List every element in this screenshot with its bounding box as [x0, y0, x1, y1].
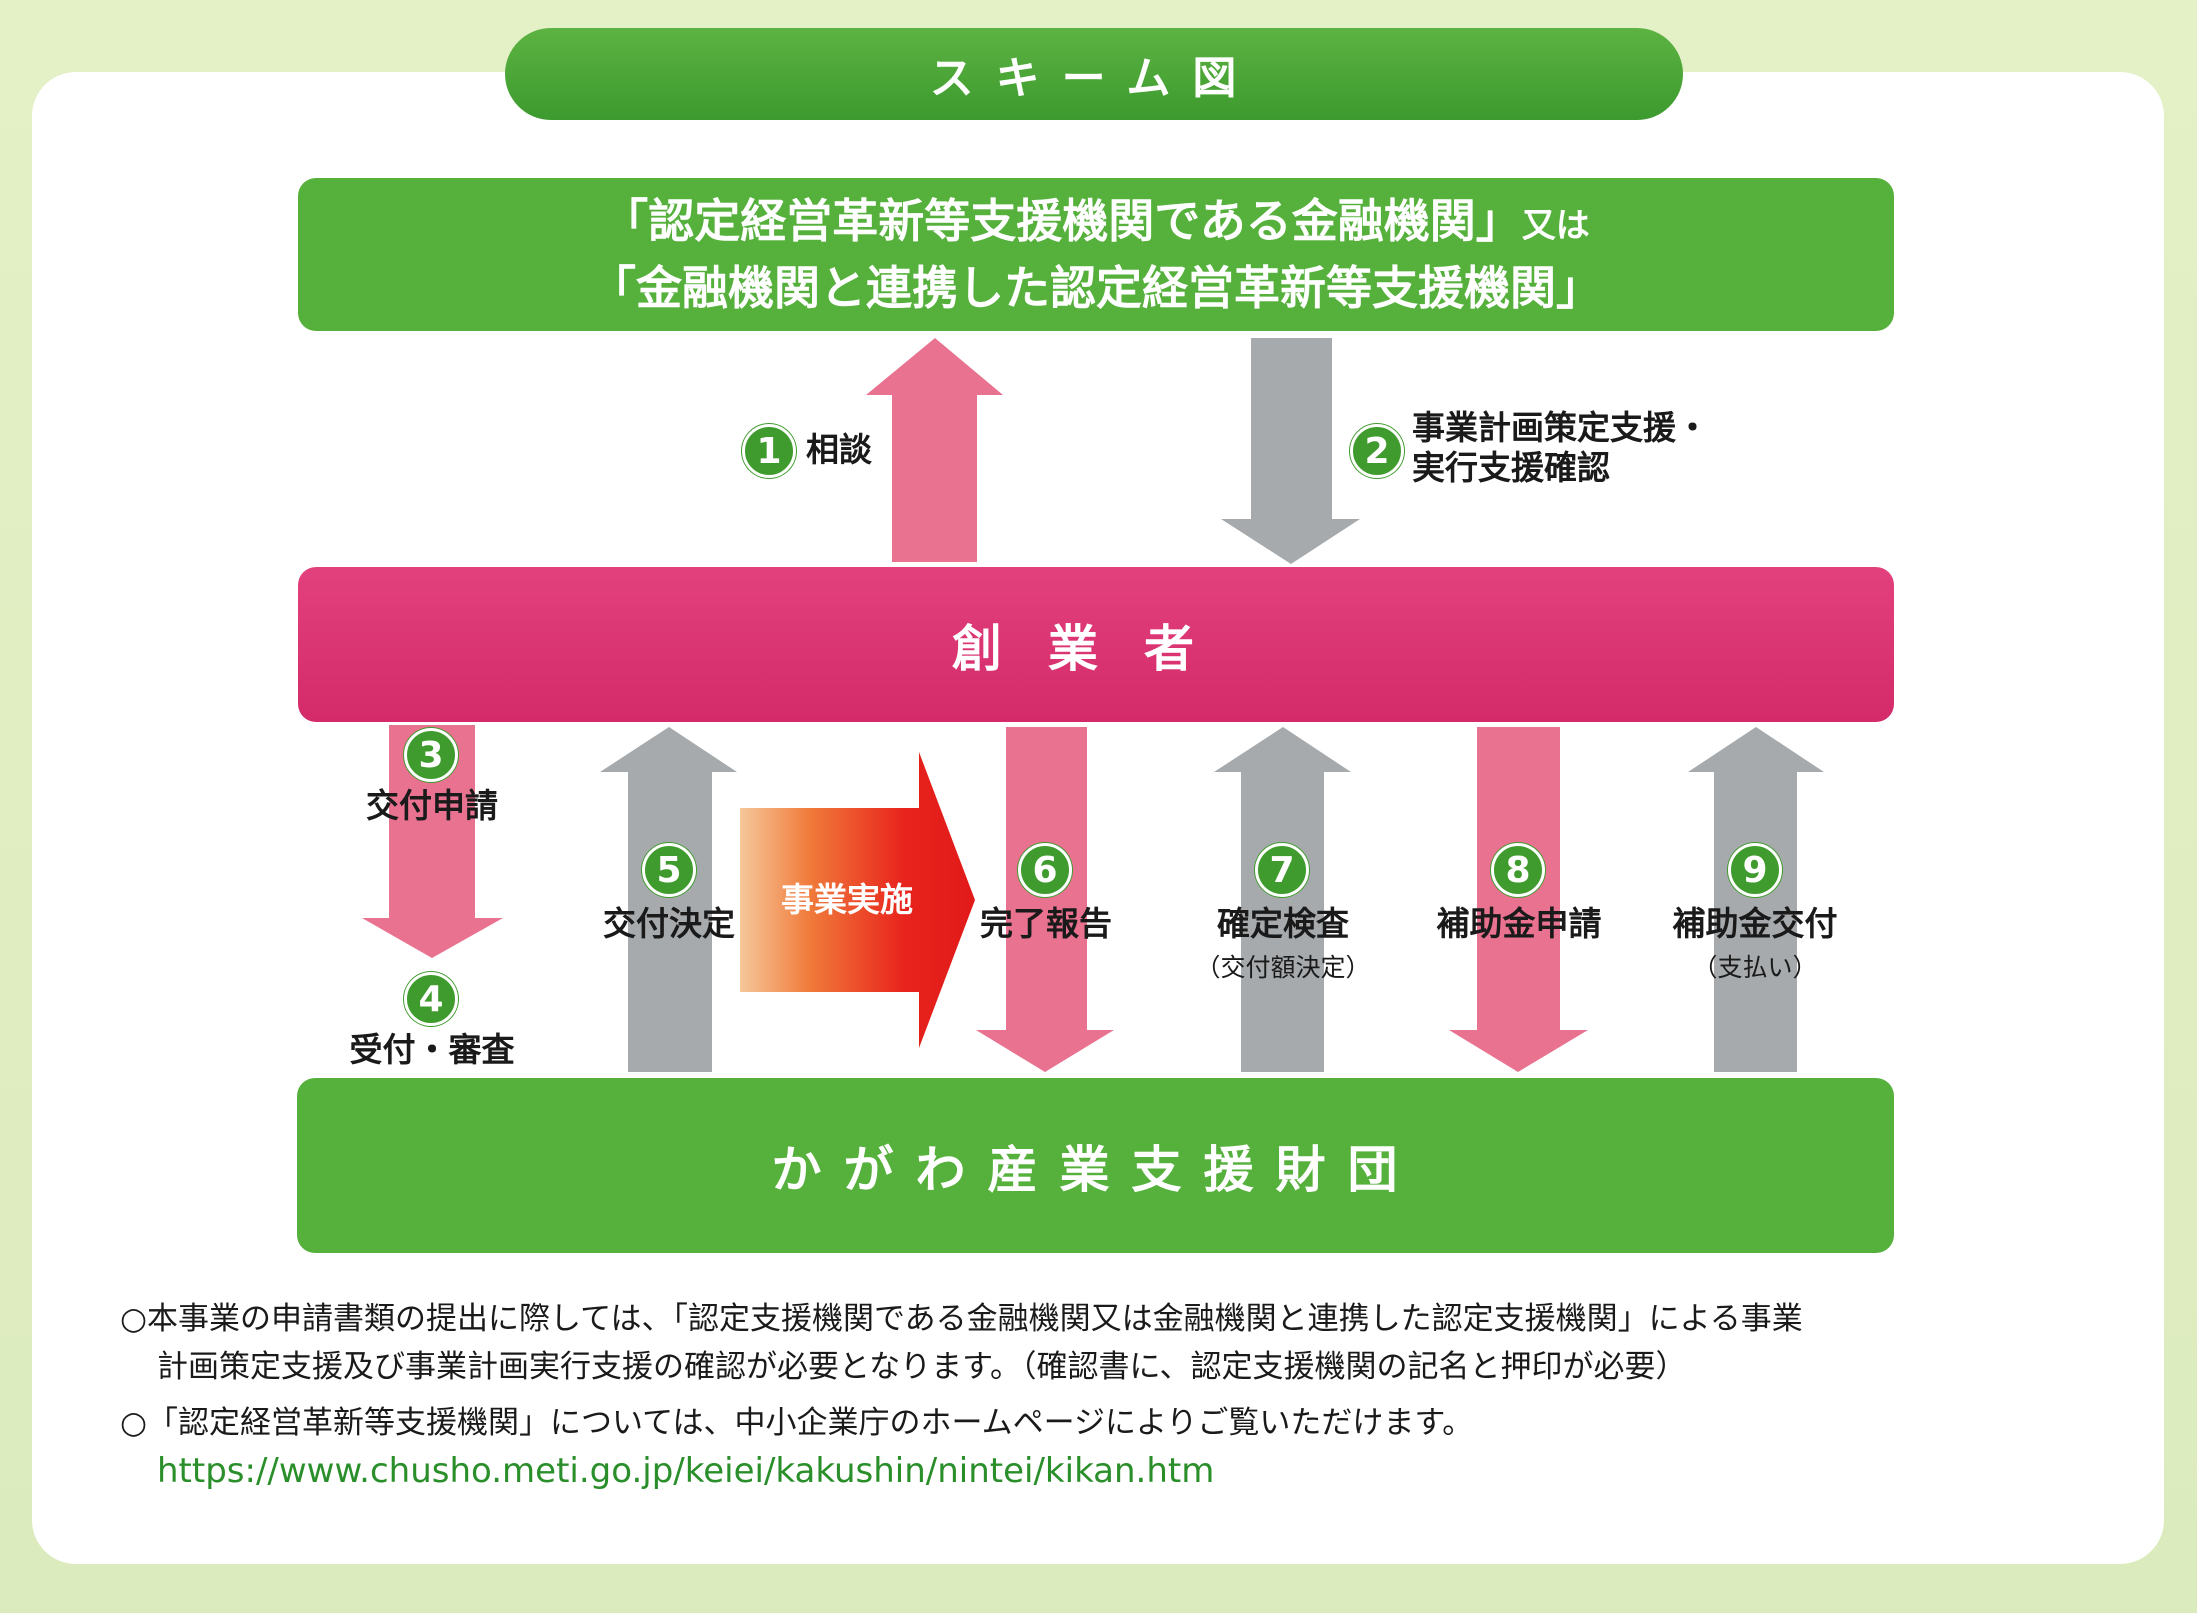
- founder-box: 創業者: [298, 567, 1894, 722]
- step-3-label: 交付申請: [366, 786, 498, 825]
- note-1-line2: 計画策定支援及び事業計画実行支援の確認が必要となります。（確認書に、認定支援機関…: [157, 1349, 1687, 1385]
- foundation-box: かがわ産業支援財団: [297, 1078, 1894, 1253]
- step-5-badge: 5: [642, 843, 696, 897]
- step-3-badge: 3: [404, 728, 458, 782]
- note-2: ○「認定経営革新等支援機関」については、中小企業庁のホームページによりご覧いただ…: [120, 1405, 1474, 1441]
- arrow-7-up: [1214, 727, 1351, 1072]
- arrow-business-implementation: [740, 752, 975, 1048]
- diagram-title: スキーム図: [505, 28, 1683, 120]
- note-1-line1: ○本事業の申請書類の提出に際しては、「認定支援機関である金融機関又は金融機関と連…: [120, 1301, 1803, 1337]
- top-box-line2: 「金融機関と連携した認定経営革新等支援機関」: [590, 261, 1602, 315]
- step-1-badge: 1: [742, 424, 796, 478]
- step-9-sublabel: （支払い）: [1692, 953, 1818, 982]
- financial-institution-box: 「認定経営革新等支援機関である金融機関」又は 「金融機関と連携した認定経営革新等…: [298, 178, 1894, 331]
- arrow-8-down: [1449, 727, 1588, 1072]
- arrow-5-up: [600, 727, 737, 1072]
- arrow-2-down: [1221, 338, 1360, 564]
- step-9-badge: 9: [1728, 843, 1782, 897]
- step-8-label: 補助金申請: [1436, 904, 1602, 943]
- step-6-label: 完了報告: [980, 904, 1112, 943]
- step-4-label: 受付・審査: [349, 1030, 515, 1069]
- arrow-6-down: [976, 727, 1114, 1072]
- step-2-badge: 2: [1350, 424, 1404, 478]
- top-box-line1-suffix: 又は: [1521, 206, 1590, 246]
- business-implementation-label: 事業実施: [781, 880, 913, 919]
- step-5-label: 交付決定: [603, 904, 735, 943]
- step-8-badge: 8: [1491, 843, 1545, 897]
- step-6-badge: 6: [1018, 843, 1072, 897]
- step-2-label: 事業計画策定支援・ 実行支援確認: [1412, 408, 1709, 488]
- notes-section: ○本事業の申請書類の提出に際しては、「認定支援機関である金融機関又は金融機関と連…: [120, 1295, 2100, 1495]
- step-7-sublabel: （交付額決定）: [1195, 953, 1371, 982]
- top-box-line1: 「認定経営革新等支援機関である金融機関」: [602, 194, 1522, 248]
- arrow-9-up: [1688, 727, 1824, 1072]
- step-4-badge: 4: [404, 972, 458, 1026]
- arrow-3-down: [362, 725, 503, 958]
- step-7-label: 確定検査: [1217, 904, 1349, 943]
- step-7-badge: 7: [1255, 843, 1309, 897]
- step-9-label: 補助金交付: [1672, 904, 1838, 943]
- step-1-label: 相談: [806, 430, 872, 469]
- step-2-label-line1: 事業計画策定支援・: [1412, 408, 1709, 447]
- chusho-url-link[interactable]: https://www.chusho.meti.go.jp/keiei/kaku…: [157, 1451, 1215, 1491]
- arrow-1-up: [866, 338, 1003, 562]
- step-2-label-line2: 実行支援確認: [1412, 448, 1610, 487]
